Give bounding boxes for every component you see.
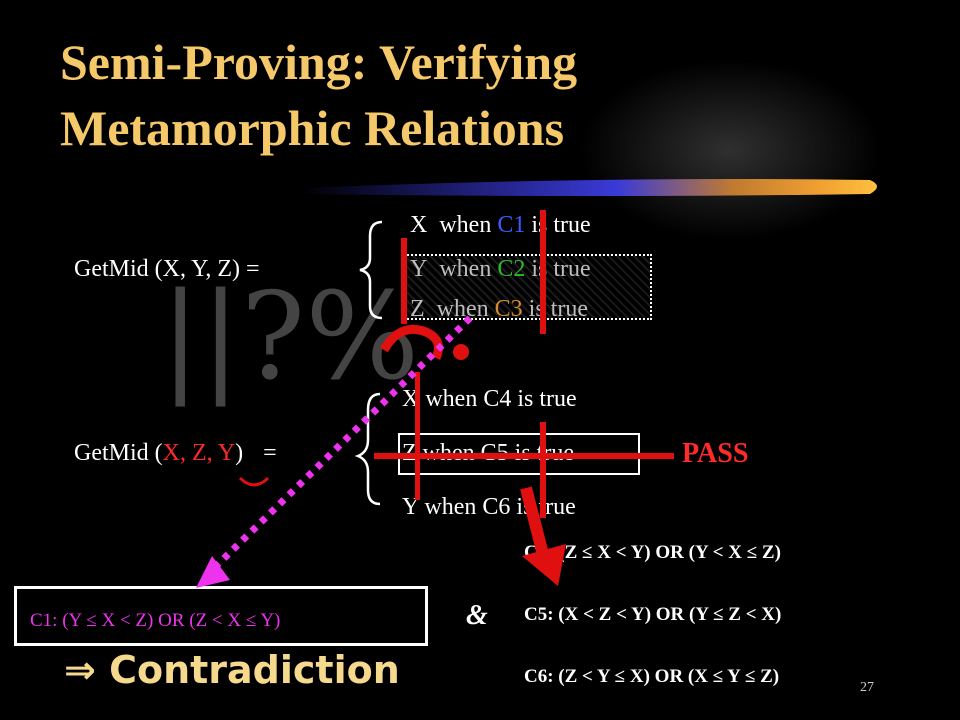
slide-title-line-1: Semi-Proving: Verifying	[60, 34, 578, 90]
equals-sign: =	[263, 440, 277, 466]
magenta-dotted-arrow	[207, 315, 473, 575]
case-when: when	[436, 296, 489, 322]
condition-c3: C3	[494, 296, 523, 322]
c1-condition-box	[14, 586, 428, 646]
brace-bottom-icon	[354, 392, 381, 506]
condition-c1-text: C1: (Y ≤ X < Z) OR (Z < X ≤ Y)	[30, 610, 281, 631]
case-var: Z	[410, 296, 425, 322]
cases-2-3-dotted-box	[404, 254, 652, 320]
swapped-args: X, Z, Y	[162, 440, 236, 466]
swap-arc-icon	[238, 476, 270, 487]
getmid-xyz-case-1: X when C1 is true	[410, 212, 591, 239]
page-number: 27	[860, 680, 874, 695]
getmid-xyz-label: GetMid (X, Y, Z) =	[74, 256, 260, 282]
condition-c5-text: C5: (X < Z < Y) OR (Y ≤ Z < X)	[524, 604, 782, 625]
case-var: Y	[410, 256, 428, 282]
question-dot-icon	[453, 344, 469, 360]
getmid-suffix: )	[235, 440, 244, 466]
red-vertical-bar-x	[401, 238, 407, 324]
slide-title-line-2: Metamorphic Relations	[60, 100, 565, 156]
getmid-xyz-case-3: Z when C3 is true	[410, 296, 588, 323]
red-arrowhead-icon	[522, 544, 566, 586]
condition-c6-text: C6: (Z < Y ≤ X) OR (X ≤ Y ≤ Z)	[524, 666, 780, 687]
condition-c1: C1	[497, 212, 526, 238]
red-vertical-bar-c1	[540, 210, 546, 334]
case-when: when	[439, 212, 492, 238]
getmid-xzy-label: GetMid (X, Z, Y) =	[74, 440, 277, 467]
ampersand: &	[466, 600, 488, 631]
watermark-symbols: ||?%	[160, 268, 420, 407]
brace-top-icon	[359, 220, 383, 320]
getmid-prefix: GetMid (	[74, 440, 163, 466]
condition-c2: C2	[497, 256, 526, 282]
getmid-xzy-case-3: Y when C6 is true	[402, 494, 576, 520]
red-vertical-bar-x2	[415, 372, 420, 500]
magenta-arrowhead-icon	[196, 556, 230, 588]
case-when: when	[439, 256, 492, 282]
condition-c4-text: C4: (Z ≤ X < Y) OR (Y < X ≤ Z)	[524, 542, 781, 563]
contradiction-label: ⇒ Contradiction	[64, 648, 400, 692]
c5-strike-line	[374, 453, 674, 459]
getmid-xzy-case-1: X when C4 is true	[402, 386, 577, 412]
case-rest: is true	[528, 296, 588, 322]
red-vertical-bar-c5	[540, 422, 546, 518]
case-var: X	[410, 212, 428, 238]
pass-label: PASS	[682, 438, 749, 469]
